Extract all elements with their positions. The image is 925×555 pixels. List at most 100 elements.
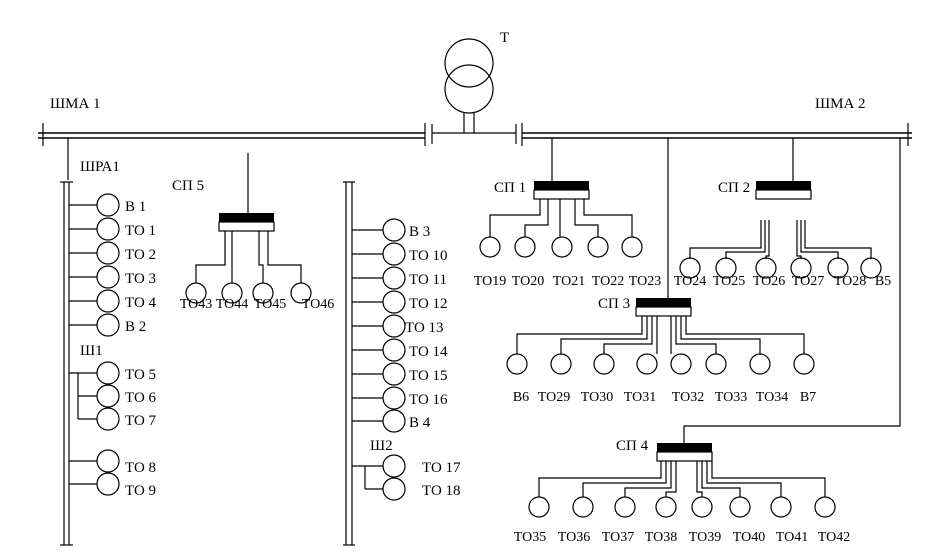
load-sp5-2: ТО44 [216, 282, 248, 312]
load-sp4-6: ТО40 [729, 496, 765, 545]
load-label: ТО33 [715, 390, 747, 405]
load-label: ТО 13 [405, 320, 444, 336]
sp5-label: СП 5 [172, 178, 204, 194]
sp1-label: СП 1 [494, 180, 526, 196]
load-sp2-2: ТО25 [713, 257, 745, 289]
load-shra1-lower-1: ТО 8 [69, 449, 156, 476]
load-label: ТО32 [672, 390, 704, 405]
transformer-winding-secondary [444, 64, 494, 114]
load-label: ТО 3 [125, 271, 156, 287]
load-sp2-6: В5 [860, 257, 891, 289]
load-sp2-4: ТО27 [790, 257, 824, 289]
sp2-label: СП 2 [718, 180, 750, 196]
sh1-branch: ТО 5 ТО 6 ТО 7 [69, 361, 157, 431]
load-label: ТО31 [624, 390, 656, 405]
load-label: ТО39 [689, 530, 721, 545]
load-sp4-7: ТО41 [770, 496, 808, 545]
load-sp3-8: В7 [793, 353, 816, 405]
load-sp4-3: ТО37 [602, 496, 636, 545]
feeder-lines [551, 138, 901, 443]
load-label: ТО36 [558, 530, 590, 545]
load-sh1-2: ТО 6 [96, 384, 157, 408]
sp4-group: СП 4 ТО35 ТО36 ТО37 ТО38 ТО39 ТО40 ТО41 … [514, 438, 850, 545]
load-label: ТО 8 [125, 460, 156, 476]
sp5-cabinet [218, 221, 275, 232]
sp4-cabinet [656, 451, 713, 462]
load-sp3-1: В6 [506, 353, 529, 405]
load-sh2-2: ТО 18 [382, 477, 461, 501]
load-mid-5: ТО 13 [352, 314, 444, 338]
load-sp5-1: ТО43 [180, 282, 212, 312]
load-sp3-3: ТО30 [581, 353, 615, 405]
load-label: ТО 10 [409, 248, 448, 264]
load-sp4-8: ТО42 [814, 496, 850, 545]
load-label: ТО 6 [125, 390, 157, 406]
load-sp2-1: ТО24 [674, 257, 706, 289]
load-sp1-3: ТО21 [551, 236, 585, 289]
load-label: ТО26 [753, 274, 785, 289]
load-label: ТО44 [216, 297, 248, 312]
load-sh2-1: ТО 17 [382, 454, 461, 478]
load-label: ТО22 [592, 274, 624, 289]
load-sp4-2: ТО36 [558, 496, 594, 545]
sp3-group: СП 3 В6 ТО29 ТО30 ТО31 ТО32 ТО33 ТО34 В7 [506, 296, 816, 405]
load-mid-8: ТО 16 [352, 386, 448, 410]
load-shra1-1: В 1 [69, 193, 146, 217]
load-sp5-4: ТО46 [290, 282, 334, 312]
load-label: ТО 2 [125, 247, 156, 263]
sp3-label: СП 3 [598, 296, 630, 312]
load-label: ТО 16 [409, 392, 448, 408]
load-sp2-5: ТО28 [827, 257, 866, 289]
load-shra1-2: ТО 1 [69, 217, 156, 241]
sp4-label: СП 4 [616, 438, 649, 454]
load-label: ТО19 [474, 274, 506, 289]
load-label: ТО 14 [409, 344, 448, 360]
shra1-label: ШРА1 [80, 159, 120, 175]
load-shra1-5: ТО 4 [69, 289, 157, 313]
load-label: ТО28 [834, 274, 866, 289]
load-label: ТО23 [629, 274, 661, 289]
load-label: В5 [875, 274, 891, 289]
load-sh1-1: ТО 5 [96, 361, 156, 385]
load-shra1-3: ТО 2 [69, 241, 156, 265]
load-sp3-2: ТО29 [538, 353, 572, 405]
sp3-cabinet [635, 306, 692, 317]
middle-loads: В 3 ТО 10 ТО 11 ТО 12 ТО 13 ТО 14 ТО 15 … [352, 218, 448, 433]
load-label: ТО38 [645, 530, 677, 545]
load-shra1-4: ТО 3 [69, 265, 156, 289]
load-label: В 3 [409, 224, 430, 240]
load-sp3-6: ТО33 [705, 353, 747, 405]
sp1-cabinet-top [534, 181, 589, 190]
transformer: Т [431, 30, 517, 144]
load-label: ТО 1 [125, 223, 156, 239]
load-sp3-4: ТО31 [624, 353, 658, 405]
load-sp4-4: ТО38 [645, 496, 677, 545]
transformer-winding-primary [444, 38, 494, 88]
load-sp3-5: ТО32 [670, 353, 704, 405]
load-label: ТО 9 [125, 483, 156, 499]
load-label: ТО35 [514, 530, 546, 545]
sh1-label: Ш1 [80, 343, 103, 359]
load-label: В6 [513, 390, 529, 405]
sp1-cabinet [533, 189, 590, 200]
load-mid-1: В 3 [352, 218, 430, 242]
shra1-loads: В 1 ТО 1 ТО 2 ТО 3 ТО 4 В 2 [69, 193, 157, 337]
sp2-group: СП 2 ТО24 ТО25 ТО26 ТО27 ТО28 В5 [674, 180, 891, 289]
load-label: ТО43 [180, 297, 212, 312]
load-sp1-2: ТО20 [512, 236, 544, 289]
load-label: ТО 17 [422, 460, 461, 476]
middle-bus-group: В 3 ТО 10 ТО 11 ТО 12 ТО 13 ТО 14 ТО 15 … [343, 181, 461, 546]
load-label: В 1 [125, 199, 146, 215]
load-label: ТО 5 [125, 367, 156, 383]
load-label: В7 [800, 390, 816, 405]
load-label: ТО 15 [409, 368, 448, 384]
sp4-cabinet-top [657, 443, 712, 452]
load-mid-6: ТО 14 [352, 338, 448, 362]
load-label: ТО20 [512, 274, 544, 289]
load-label: ТО37 [602, 530, 634, 545]
load-label: ТО27 [792, 274, 824, 289]
load-label: ТО42 [818, 530, 850, 545]
load-mid-7: ТО 15 [352, 362, 448, 386]
